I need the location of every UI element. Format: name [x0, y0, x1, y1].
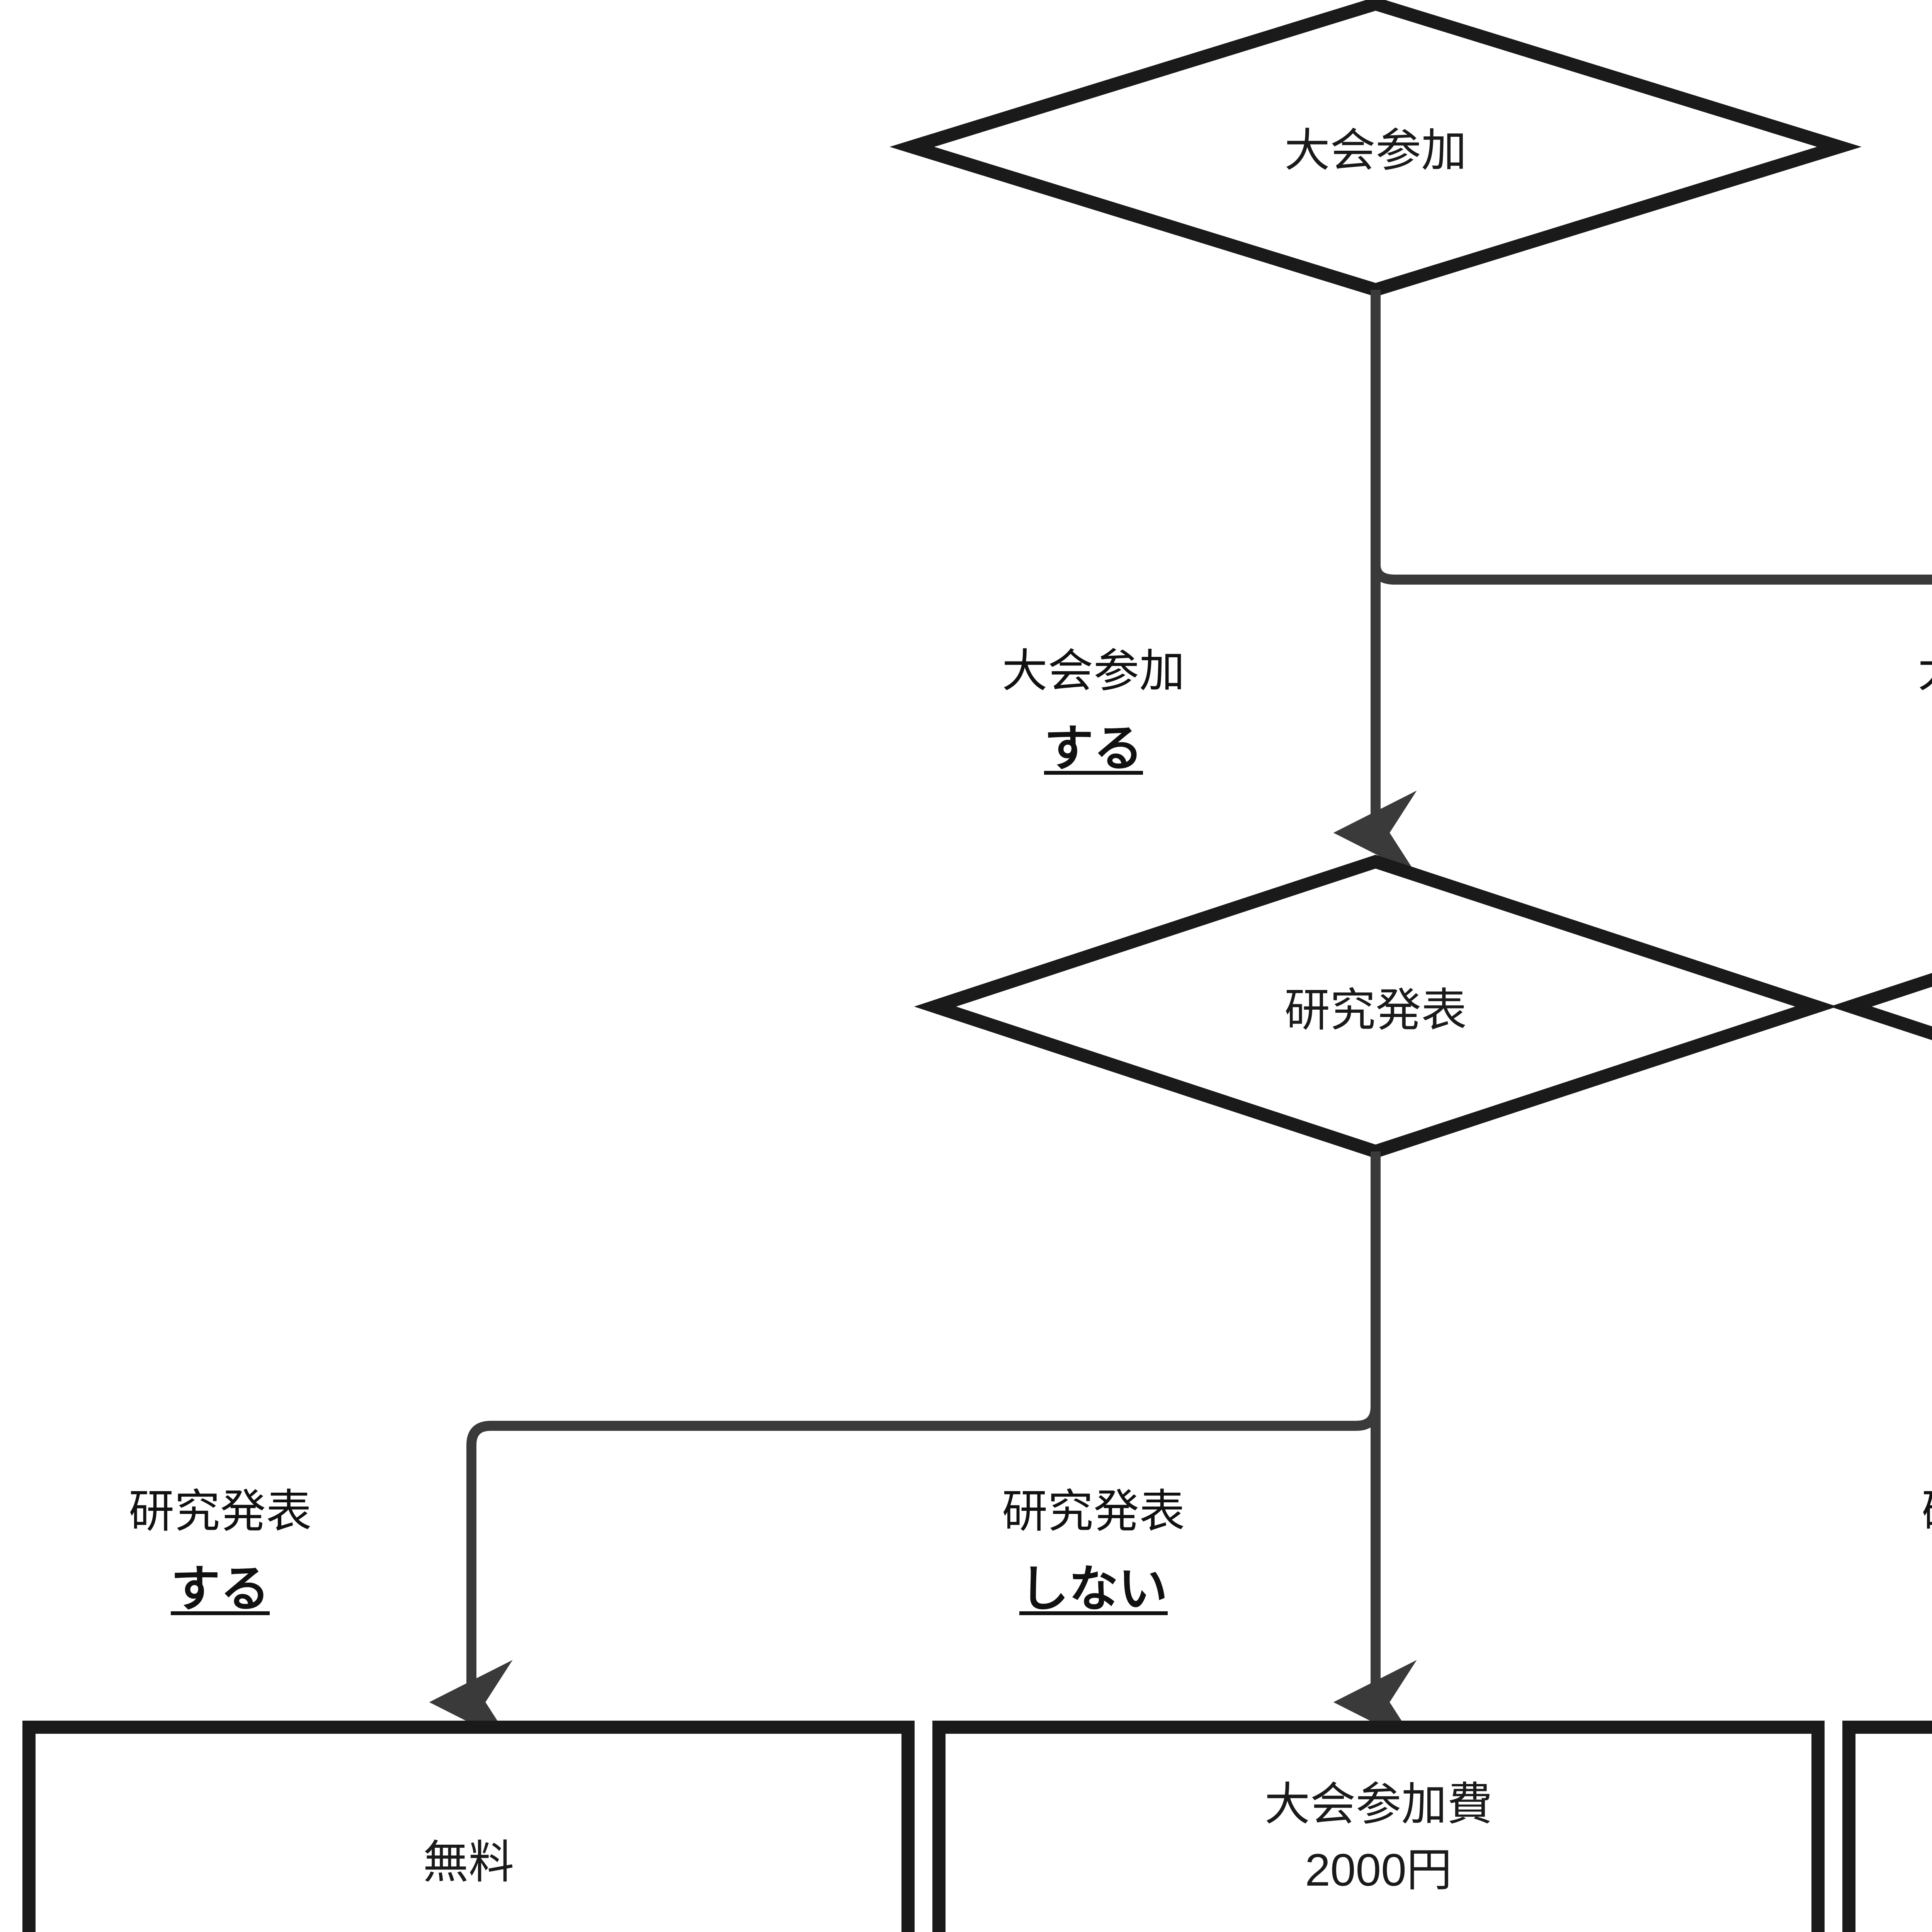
diamond-right — [1830, 973, 1932, 1040]
edge-label-present-no-question: 研究発表 — [1002, 1486, 1185, 1537]
diamond-root — [889, 0, 1862, 297]
edge-label-join-no-answer: しない — [1793, 708, 1932, 780]
edge-label-join-yes-question: 大会参加 — [1002, 646, 1185, 697]
edge-label-present-no-answer: しない — [1019, 1561, 1168, 1617]
edge-label-present-yes-left: 研究発表 する — [4, 1474, 437, 1620]
edge-join-no-line — [1371, 556, 1932, 585]
box-outcome-free — [22, 1721, 915, 1932]
edge-label-join-yes: 大会参加 する — [877, 634, 1310, 780]
edge-label-join-no-question: 大会参加 — [1793, 634, 1932, 700]
edge-label-present-yes-right: 研究発表 する — [1797, 1474, 1932, 1620]
box-outcome-presentation-fee — [1842, 1721, 1932, 1932]
edge-label-present-no: 研究発表 しない — [877, 1474, 1310, 1620]
edge-label-present-yes-left-question: 研究発表 — [128, 1486, 312, 1537]
edge-label-present-yes-left-answer: する — [170, 1561, 270, 1617]
edge-label-present-yes-right-answer: する — [1797, 1549, 1932, 1620]
diamond-left — [914, 855, 1837, 1158]
edge-label-join-no: 大会参加 しない — [1793, 634, 1932, 780]
edge-label-present-yes-right-question: 研究発表 — [1797, 1474, 1932, 1540]
box-outcome-entry-fee — [932, 1721, 1825, 1932]
edge-label-join-yes-answer: する — [1044, 721, 1143, 776]
